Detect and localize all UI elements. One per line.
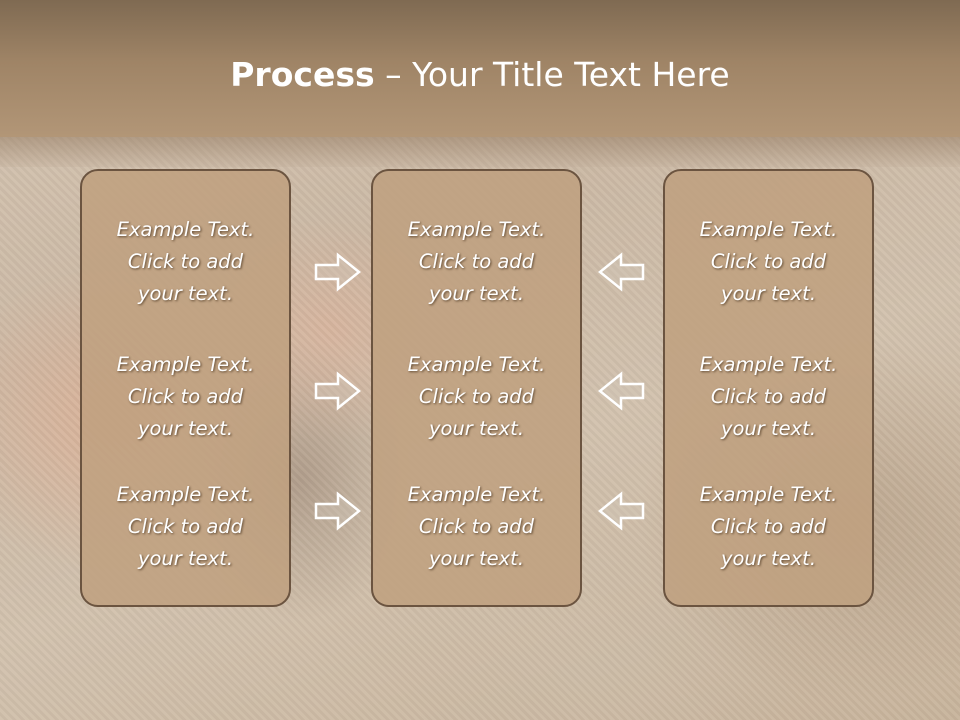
slide-title[interactable]: Process – Your Title Text Here (0, 55, 960, 95)
text-line: Click to add (710, 515, 827, 538)
text-line: your text. (137, 282, 234, 305)
text-line: your text. (428, 282, 525, 305)
text-line: Click to add (710, 385, 827, 408)
text-line: Example Text. (116, 483, 255, 506)
text-line: Click to add (418, 250, 535, 273)
text-block[interactable]: Example Text. Click to add your text. (665, 214, 872, 310)
text-line: your text. (137, 417, 234, 440)
text-block[interactable]: Example Text. Click to add your text. (665, 349, 872, 445)
title-rest: – Your Title Text Here (374, 55, 730, 94)
text-block[interactable]: Example Text. Click to add your text. (82, 479, 289, 575)
text-line: Example Text. (407, 483, 546, 506)
text-line: Click to add (127, 515, 244, 538)
text-line: your text. (137, 547, 234, 570)
text-line: Example Text. (116, 353, 255, 376)
header-stripe (0, 137, 960, 167)
title-bold: Process (230, 55, 375, 94)
text-block[interactable]: Example Text. Click to add your text. (82, 349, 289, 445)
arrow-left-icon (598, 491, 645, 531)
text-block[interactable]: Example Text. Click to add your text. (373, 214, 580, 310)
process-box-right[interactable]: Example Text. Click to add your text. Ex… (663, 169, 874, 607)
text-line: your text. (720, 417, 817, 440)
text-line: Click to add (127, 250, 244, 273)
text-block[interactable]: Example Text. Click to add your text. (373, 349, 580, 445)
text-line: Click to add (127, 385, 244, 408)
process-box-center[interactable]: Example Text. Click to add your text. Ex… (371, 169, 582, 607)
text-line: your text. (720, 547, 817, 570)
text-block[interactable]: Example Text. Click to add your text. (82, 214, 289, 310)
text-line: Click to add (418, 515, 535, 538)
text-line: Click to add (418, 385, 535, 408)
title-bar (0, 0, 960, 137)
text-line: Example Text. (407, 218, 546, 241)
text-line: Example Text. (407, 353, 546, 376)
arrow-right-icon (314, 371, 361, 411)
arrow-left-icon (598, 371, 645, 411)
arrow-right-icon (314, 491, 361, 531)
text-line: your text. (720, 282, 817, 305)
text-block[interactable]: Example Text. Click to add your text. (373, 479, 580, 575)
text-block[interactable]: Example Text. Click to add your text. (665, 479, 872, 575)
text-line: Click to add (710, 250, 827, 273)
text-line: your text. (428, 547, 525, 570)
text-line: Example Text. (699, 483, 838, 506)
arrow-right-icon (314, 252, 361, 292)
text-line: Example Text. (699, 218, 838, 241)
text-line: Example Text. (116, 218, 255, 241)
arrow-left-icon (598, 252, 645, 292)
text-line: Example Text. (699, 353, 838, 376)
process-box-left[interactable]: Example Text. Click to add your text. Ex… (80, 169, 291, 607)
text-line: your text. (428, 417, 525, 440)
